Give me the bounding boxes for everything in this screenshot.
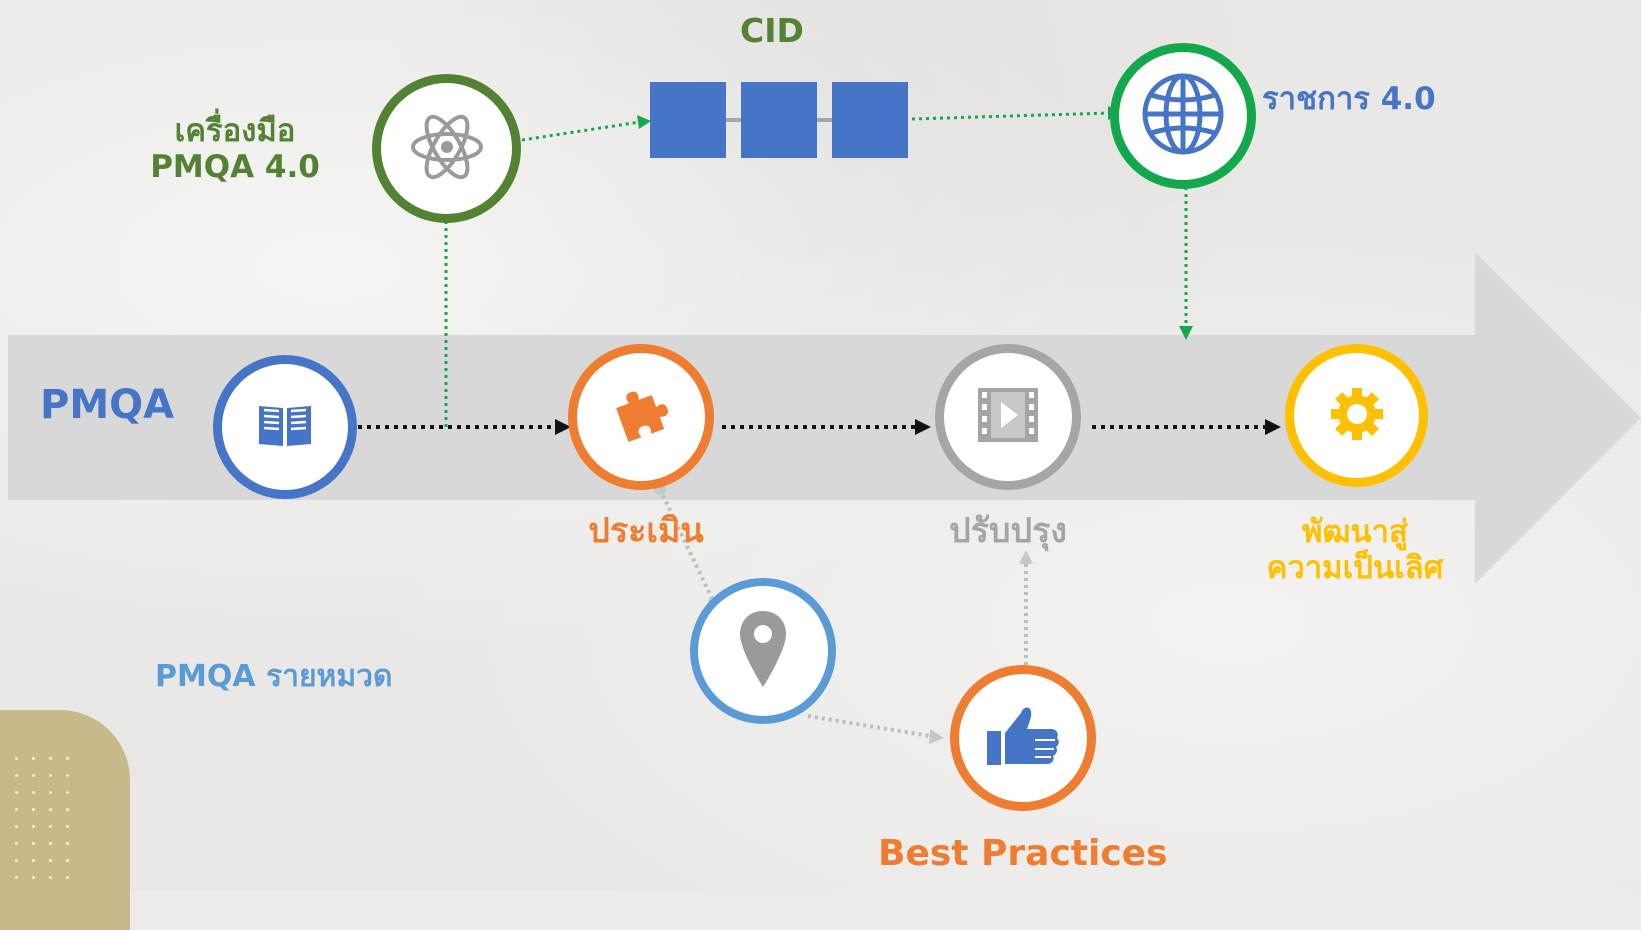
assess-label: ประเมิน bbox=[588, 511, 704, 551]
cid-block-2 bbox=[741, 82, 817, 158]
gray-connectors bbox=[658, 488, 1028, 738]
assess-node bbox=[568, 344, 714, 490]
cid-block-1 bbox=[650, 82, 726, 158]
gear-icon bbox=[1329, 386, 1385, 446]
puzzle-icon bbox=[610, 384, 672, 450]
improve-label: ปรับปรุง bbox=[949, 511, 1067, 551]
pmqa-node bbox=[213, 355, 357, 499]
category-node bbox=[690, 578, 836, 724]
decorative-dots bbox=[8, 750, 78, 890]
gov-node bbox=[1110, 43, 1256, 189]
excellence-label: พัฒนาสู่ ความเป็นเลิศ bbox=[1266, 514, 1444, 586]
thumbs-up-icon bbox=[985, 703, 1061, 773]
globe-icon bbox=[1140, 71, 1226, 161]
pmqa-tool-node bbox=[372, 74, 521, 223]
pmqa-tool-label: เครื่องมือ PMQA 4.0 bbox=[150, 113, 320, 185]
cid-block-3 bbox=[832, 82, 908, 158]
pmqa-label: PMQA bbox=[40, 382, 175, 428]
improve-node bbox=[935, 344, 1081, 490]
best-practices-label: Best Practices bbox=[878, 833, 1168, 874]
cid-label: CID bbox=[740, 11, 804, 50]
map-pin-icon bbox=[738, 609, 788, 693]
best-practices-node bbox=[950, 665, 1096, 811]
film-icon bbox=[976, 386, 1040, 448]
process-arrow bbox=[8, 252, 1641, 584]
atom-icon bbox=[407, 107, 487, 191]
gov-label: ราชการ 4.0 bbox=[1262, 81, 1436, 117]
green-connectors bbox=[444, 111, 1188, 427]
category-label: PMQA รายหมวด bbox=[155, 659, 393, 694]
book-icon bbox=[255, 400, 315, 454]
excellence-node bbox=[1285, 344, 1428, 487]
